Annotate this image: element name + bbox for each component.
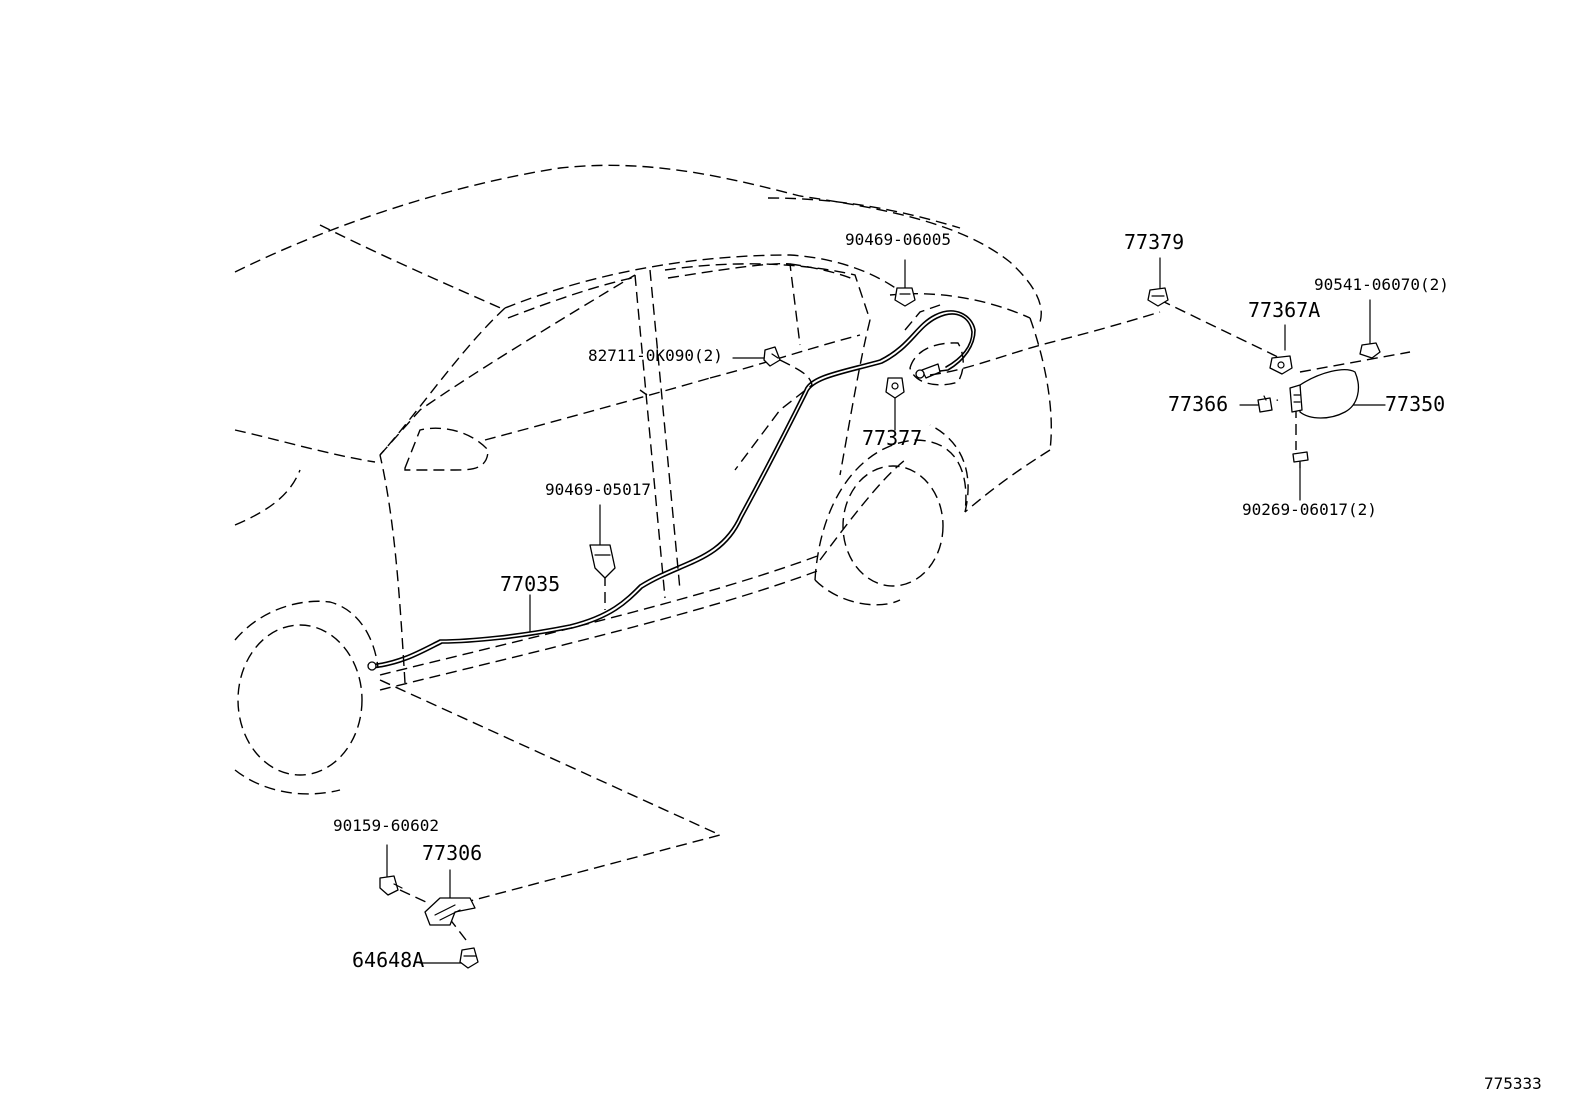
- label-90159-60602: 90159-60602: [333, 816, 439, 835]
- clip-90469-06005-icon: [894, 287, 916, 307]
- hinge-77367a-icon: [1269, 355, 1293, 375]
- fuel-lid-opener-cable: [367, 310, 976, 671]
- stopper-77377-icon: [885, 377, 905, 399]
- cable-front-end: [367, 661, 377, 671]
- label-77379: 77379: [1124, 230, 1185, 254]
- screw-90269-icon: [1292, 451, 1309, 469]
- label-77366: 77366: [1168, 392, 1229, 416]
- label-77306: 77306: [422, 841, 483, 865]
- lock-77366-icon: [1257, 395, 1273, 413]
- label-82711-0k090: 82711-0K090(2): [588, 346, 723, 365]
- bolt-82711-icon: [763, 346, 781, 367]
- diagram-id: 775333: [1484, 1074, 1542, 1093]
- cap-64648a-icon: [459, 947, 479, 969]
- label-64648a: 64648A: [352, 948, 425, 972]
- cable-end-fitting: [915, 363, 941, 379]
- label-90469-05017: 90469-05017: [545, 480, 651, 499]
- label-77377: 77377: [862, 426, 923, 450]
- screw-90159-icon: [379, 875, 403, 896]
- housing-77379-icon: [1147, 287, 1169, 307]
- car-body-outline: [234, 164, 1052, 795]
- lever-77306-icon: [424, 897, 476, 926]
- label-77350: 77350: [1385, 392, 1446, 416]
- label-90541-06070: 90541-06070(2): [1314, 275, 1449, 294]
- label-90269-06017: 90269-06017(2): [1242, 500, 1377, 519]
- clamp-90469-05017-icon: [589, 544, 616, 579]
- nut-90541-icon: [1359, 342, 1381, 359]
- label-77035: 77035: [500, 572, 561, 596]
- label-77367a: 77367A: [1248, 298, 1321, 322]
- label-90469-06005: 90469-06005: [845, 230, 951, 249]
- fuel-door-77350-icon: [1289, 369, 1359, 419]
- leader-lines: [386, 257, 1386, 964]
